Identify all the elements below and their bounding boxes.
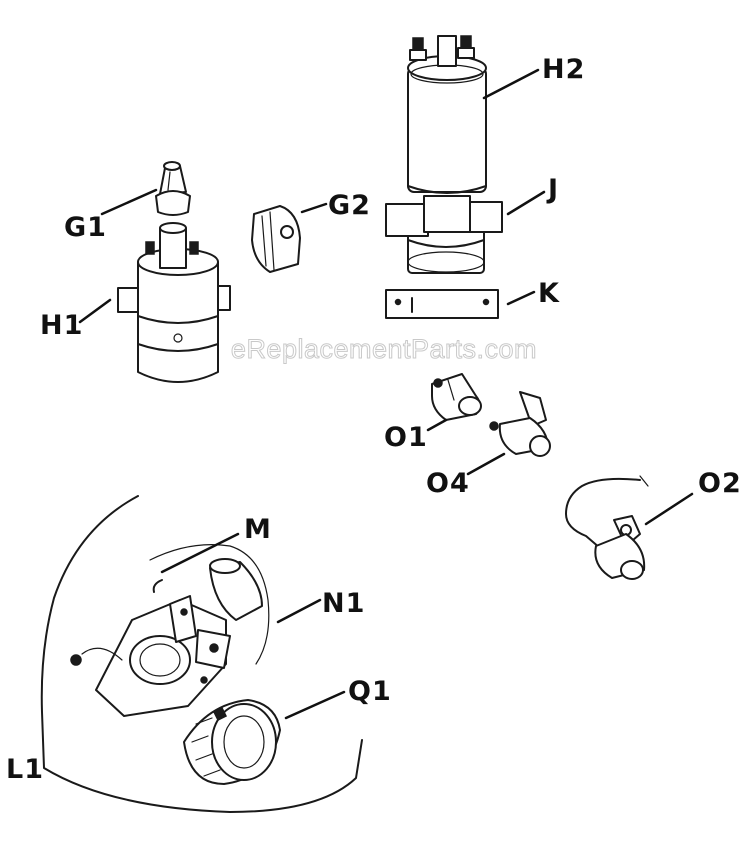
label-o4: O4 xyxy=(426,468,470,499)
boot-g1[interactable] xyxy=(155,161,191,216)
leader-lines xyxy=(78,68,694,720)
breaker-plate-n1[interactable] xyxy=(70,544,270,717)
label-o2: O2 xyxy=(698,468,742,499)
label-n1: N1 xyxy=(322,588,365,619)
watermark-text: eReplacementParts.com xyxy=(231,334,537,364)
label-j: J xyxy=(546,174,559,205)
label-q1: Q1 xyxy=(348,676,392,707)
housing-l1[interactable] xyxy=(40,495,363,813)
strap-k[interactable] xyxy=(385,289,499,319)
label-h1: H1 xyxy=(40,310,83,341)
label-h2: H2 xyxy=(542,54,585,85)
label-k: K xyxy=(538,278,560,309)
coil-h1[interactable] xyxy=(117,222,231,383)
condenser-o4[interactable] xyxy=(489,391,551,457)
coil-h2[interactable] xyxy=(407,35,487,194)
label-l1: L1 xyxy=(6,754,44,785)
clip-g2[interactable] xyxy=(251,205,301,273)
label-o1: O1 xyxy=(384,422,428,453)
label-g2: G2 xyxy=(328,190,371,221)
label-g1: G1 xyxy=(64,212,107,243)
cover-q1[interactable] xyxy=(183,699,281,785)
condenser-o2[interactable] xyxy=(565,475,649,580)
condenser-o1[interactable] xyxy=(431,373,482,421)
label-m: M xyxy=(244,514,272,545)
bracket-j[interactable] xyxy=(385,195,503,274)
